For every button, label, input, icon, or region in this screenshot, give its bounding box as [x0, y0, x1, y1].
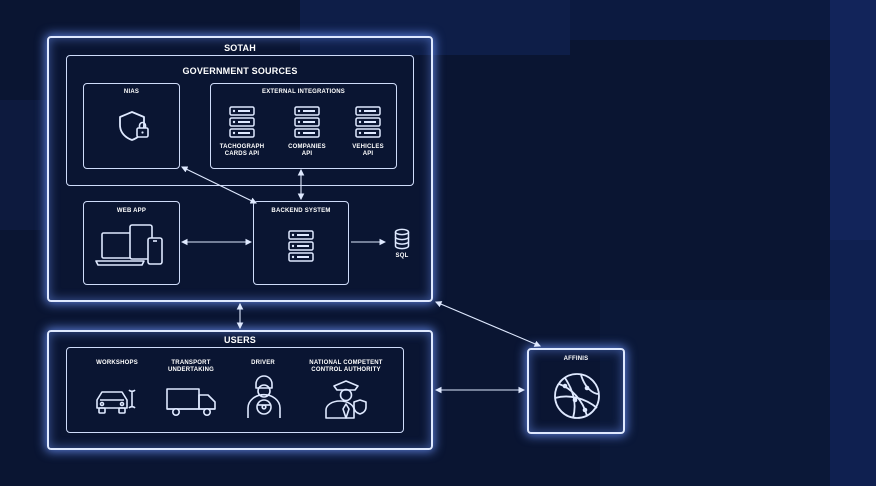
background-tile: [300, 0, 570, 55]
sql-label: SQL: [395, 253, 409, 259]
integration-item-vehicles: VEHICLES API: [338, 106, 398, 166]
sotah-title: SOTAH: [224, 43, 256, 53]
background-tile: [830, 240, 876, 486]
external-integrations-title: EXTERNAL INTEGRATIONS: [262, 89, 345, 95]
background-tile: [830, 0, 876, 240]
user-item-transport-undertaking: TRANSPORT UNDERTAKING: [155, 358, 227, 428]
sql-node: SQL: [388, 228, 416, 264]
users-title: USERS: [223, 335, 256, 345]
backend-system-node: BACKEND SYSTEM: [253, 201, 349, 285]
backend-system-title: BACKEND SYSTEM: [271, 208, 331, 214]
connector-sotah-affinis: [434, 301, 542, 347]
integration-label-line1: COMPANIES: [288, 144, 326, 150]
server-icon: [229, 106, 255, 138]
user-label-line1: DRIVER: [251, 360, 275, 366]
background-tile: [600, 300, 830, 486]
user-item-national-authority: NATIONAL COMPETENT CONTROL AUTHORITY: [298, 358, 394, 428]
users-container: USERS: [47, 330, 433, 450]
user-label-line2: UNDERTAKING: [167, 367, 215, 373]
user-item-driver: DRIVER: [228, 358, 298, 428]
government-sources-title: GOVERNMENT SOURCES: [182, 66, 298, 76]
users-inner-container: [66, 347, 404, 433]
devices-icon: [95, 224, 163, 266]
shield-lock-icon: [119, 111, 149, 141]
integration-label-line2: API: [301, 151, 313, 157]
user-label-line1: WORKSHOPS: [96, 360, 138, 366]
sotah-container: SOTAH: [47, 36, 433, 302]
affinis-node: AFFINIS: [527, 348, 625, 434]
nias-title: NIAS: [123, 89, 140, 95]
integration-label-line1: TACHOGRAPH: [219, 144, 265, 150]
affinis-title: AFFINIS: [563, 356, 589, 362]
background-tile: [570, 0, 830, 40]
server-icon: [288, 230, 314, 262]
user-item-workshops: WORKSHOPS: [82, 358, 152, 428]
database-icon: [394, 228, 410, 250]
connector-nias-backend: [181, 166, 257, 204]
nias-node: NIAS: [83, 83, 180, 169]
driver-icon: [247, 375, 281, 418]
user-label-line1: NATIONAL COMPETENT: [309, 360, 383, 366]
external-integrations-node: EXTERNAL INTEGRATIONS: [210, 83, 397, 169]
globe-icon: [554, 373, 600, 419]
user-label-line1: TRANSPORT: [171, 360, 211, 366]
server-icon: [294, 106, 320, 138]
integration-label-line2: API: [362, 151, 374, 157]
integration-item-companies: COMPANIES API: [277, 106, 337, 166]
car-wrench-icon: [96, 389, 136, 414]
truck-icon: [166, 388, 216, 416]
background-tile: [0, 100, 48, 230]
web-app-title: WEB APP: [116, 208, 147, 214]
server-icon: [355, 106, 381, 138]
integration-label-line2: CARDS API: [224, 151, 260, 157]
integration-item-tachograph: TACHOGRAPH CARDS API: [212, 106, 272, 166]
web-app-node: WEB APP: [83, 201, 180, 285]
user-label-line2: CONTROL AUTHORITY: [311, 367, 381, 373]
integration-label-line1: VEHICLES: [352, 144, 384, 150]
officer-icon: [325, 380, 367, 419]
